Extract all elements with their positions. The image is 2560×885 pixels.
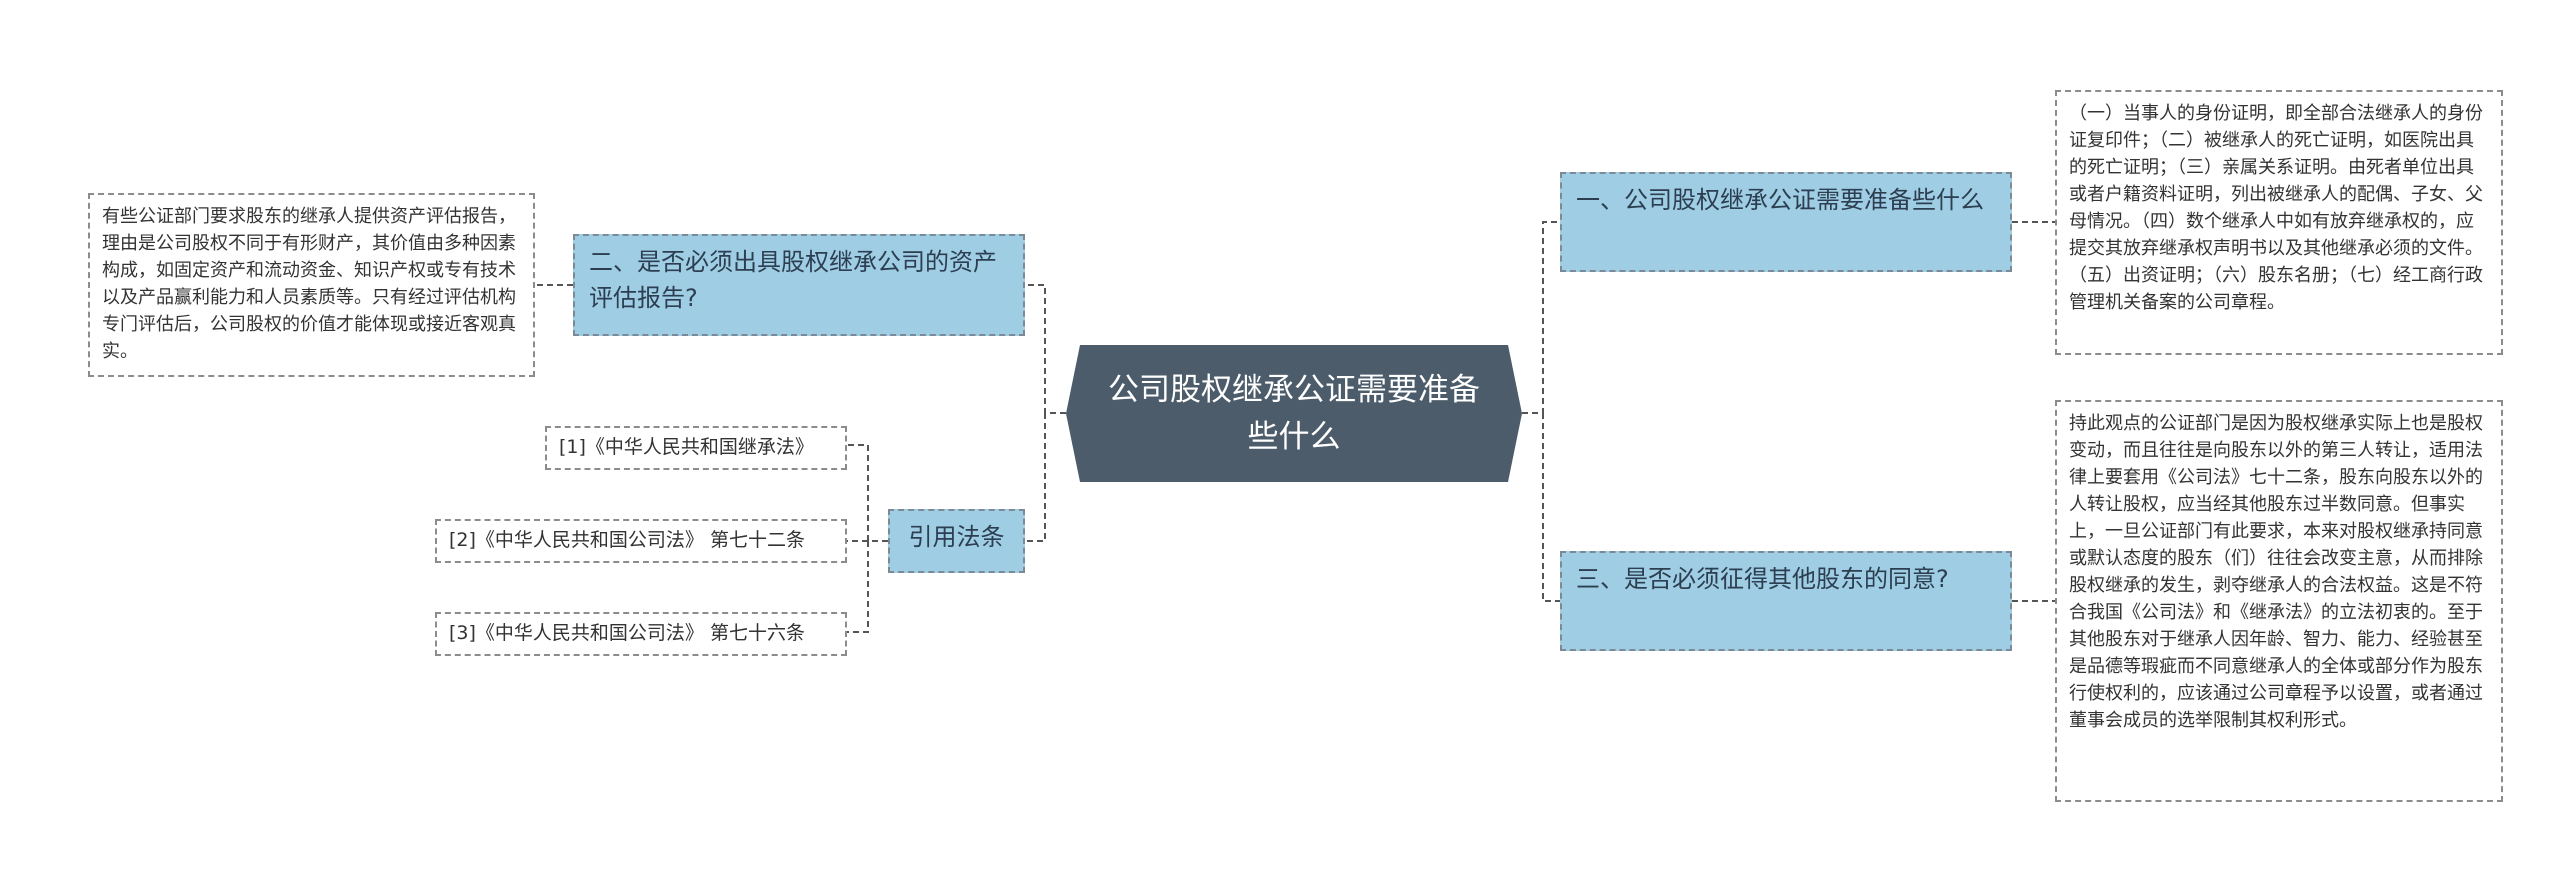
central-topic[interactable]: 公司股权继承公证需要准备些什么 — [1066, 345, 1522, 482]
connector-b4-refs — [847, 444, 888, 633]
legal-reference-label: [1]《中华人民共和国继承法》 — [559, 436, 814, 458]
branch-materials-detail[interactable]: （一）当事人的身份证明，即全部合法继承人的身份证复印件；（二）被继承人的死亡证明… — [2055, 90, 2503, 355]
connector-center-b4 — [1025, 413, 1046, 542]
central-topic-label: 公司股权继承公证需要准备些什么 — [1108, 371, 1480, 455]
branch-asset-appraisal-label: 二、是否必须出具股权继承公司的资产评估报告? — [589, 248, 997, 312]
legal-reference-item[interactable]: [2]《中华人民共和国公司法》 第七十二条 — [435, 519, 847, 563]
branch-asset-appraisal[interactable]: 二、是否必须出具股权继承公司的资产评估报告? — [573, 234, 1025, 336]
branch-shareholder-consent-detail-text: 持此观点的公证部门是因为股权继承实际上也是股权变动，而且往往是向股东以外的第三人… — [2069, 413, 2483, 731]
branch-materials-detail-text: （一）当事人的身份证明，即全部合法继承人的身份证复印件；（二）被继承人的死亡证明… — [2069, 103, 2483, 313]
branch-asset-appraisal-detail[interactable]: 有些公证部门要求股东的继承人提供资产评估报告，理由是公司股权不同于有形财产，其价… — [88, 193, 535, 377]
branch-shareholder-consent-detail[interactable]: 持此观点的公证部门是因为股权继承实际上也是股权变动，而且往往是向股东以外的第三人… — [2055, 400, 2503, 802]
connector-center-b2 — [1025, 284, 1066, 414]
branch-legal-references[interactable]: 引用法条 — [888, 509, 1025, 573]
branch-materials-label: 一、公司股权继承公证需要准备些什么 — [1576, 186, 1984, 214]
connector-center-b1 — [1522, 221, 1560, 414]
branch-materials[interactable]: 一、公司股权继承公证需要准备些什么 — [1560, 172, 2012, 272]
connector-center-b3 — [1542, 413, 1560, 602]
legal-reference-label: [2]《中华人民共和国公司法》 第七十二条 — [449, 529, 805, 551]
legal-reference-item[interactable]: [1]《中华人民共和国继承法》 — [545, 426, 847, 470]
branch-shareholder-consent-label: 三、是否必须征得其他股东的同意? — [1576, 565, 1949, 593]
legal-reference-item[interactable]: [3]《中华人民共和国公司法》 第七十六条 — [435, 612, 847, 656]
branch-legal-references-label: 引用法条 — [908, 523, 1005, 551]
legal-reference-label: [3]《中华人民共和国公司法》 第七十六条 — [449, 622, 805, 644]
branch-shareholder-consent[interactable]: 三、是否必须征得其他股东的同意? — [1560, 551, 2012, 651]
branch-asset-appraisal-detail-text: 有些公证部门要求股东的继承人提供资产评估报告，理由是公司股权不同于有形财产，其价… — [102, 206, 516, 362]
